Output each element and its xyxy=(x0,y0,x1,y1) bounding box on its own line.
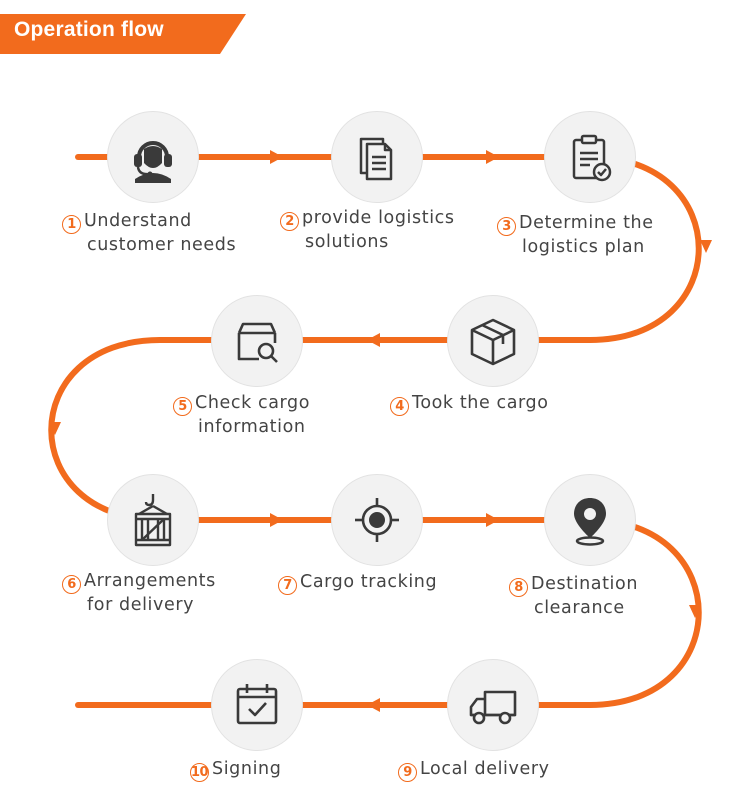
step-9-node xyxy=(447,659,539,751)
header-banner xyxy=(0,14,246,54)
step-10-node xyxy=(211,659,303,751)
target-icon xyxy=(355,498,399,542)
step-6-title: Arrangements xyxy=(84,571,216,591)
step-5-node xyxy=(211,295,303,387)
step-8-subtitle: clearance xyxy=(534,598,625,618)
step-1-title: Understand xyxy=(84,211,192,231)
step-8-number: 8 xyxy=(509,578,528,597)
step-6-node xyxy=(107,474,199,566)
step-3-title: Determine the xyxy=(519,213,654,233)
step-5-title: Check cargo xyxy=(195,393,311,413)
arrow-icon xyxy=(689,605,701,618)
step-10-number: 10 xyxy=(190,763,209,782)
step-2-node xyxy=(331,111,423,203)
step-4-node xyxy=(447,295,539,387)
step-8-title: Destination xyxy=(531,574,639,594)
box-icon xyxy=(470,318,516,366)
step-1-number: 1 xyxy=(62,215,81,234)
step-2-subtitle: solutions xyxy=(305,232,389,252)
step-2-number: 2 xyxy=(280,212,299,231)
step-3-subtitle: logistics plan xyxy=(522,237,645,257)
page-title: Operation flow xyxy=(14,18,164,41)
step-8-node xyxy=(544,474,636,566)
step-7-title: Cargo tracking xyxy=(300,572,438,592)
arrow-icon xyxy=(367,333,380,347)
arrow-icon xyxy=(367,698,380,712)
step-2-title: provide logistics xyxy=(302,208,455,228)
flow-curve-right-2 xyxy=(587,517,702,708)
step-1-node xyxy=(107,111,199,203)
box-search-icon xyxy=(237,322,278,363)
crate-hook-icon xyxy=(134,494,172,547)
step-10-title: Signing xyxy=(212,759,282,779)
step-9-title: Local delivery xyxy=(420,759,550,779)
headset-agent-icon xyxy=(134,141,172,183)
arrow-icon xyxy=(49,422,61,435)
step-9-number: 9 xyxy=(398,763,417,782)
calendar-check-icon xyxy=(236,684,278,725)
flow-curve-right-1 xyxy=(587,154,702,343)
step-3-node xyxy=(544,111,636,203)
step-1-subtitle: customer needs xyxy=(87,235,237,255)
clipboard-check-icon xyxy=(572,134,612,182)
step-5-number: 5 xyxy=(173,397,192,416)
location-pin-icon xyxy=(574,498,606,546)
step-7-node xyxy=(331,474,423,566)
arrow-icon xyxy=(700,240,712,253)
step-6-subtitle: for delivery xyxy=(87,595,195,615)
truck-icon xyxy=(469,690,517,725)
step-4-title: Took the cargo xyxy=(412,393,549,413)
arrow-icon xyxy=(270,513,283,527)
step-4-number: 4 xyxy=(390,397,409,416)
arrow-icon xyxy=(270,150,283,164)
arrow-icon xyxy=(486,150,499,164)
step-7-number: 7 xyxy=(278,576,297,595)
arrow-icon xyxy=(486,513,499,527)
documents-icon xyxy=(359,137,393,181)
banner-shape xyxy=(0,14,246,54)
step-6-number: 6 xyxy=(62,575,81,594)
step-3-number: 3 xyxy=(497,217,516,236)
step-5-subtitle: information xyxy=(198,417,306,437)
